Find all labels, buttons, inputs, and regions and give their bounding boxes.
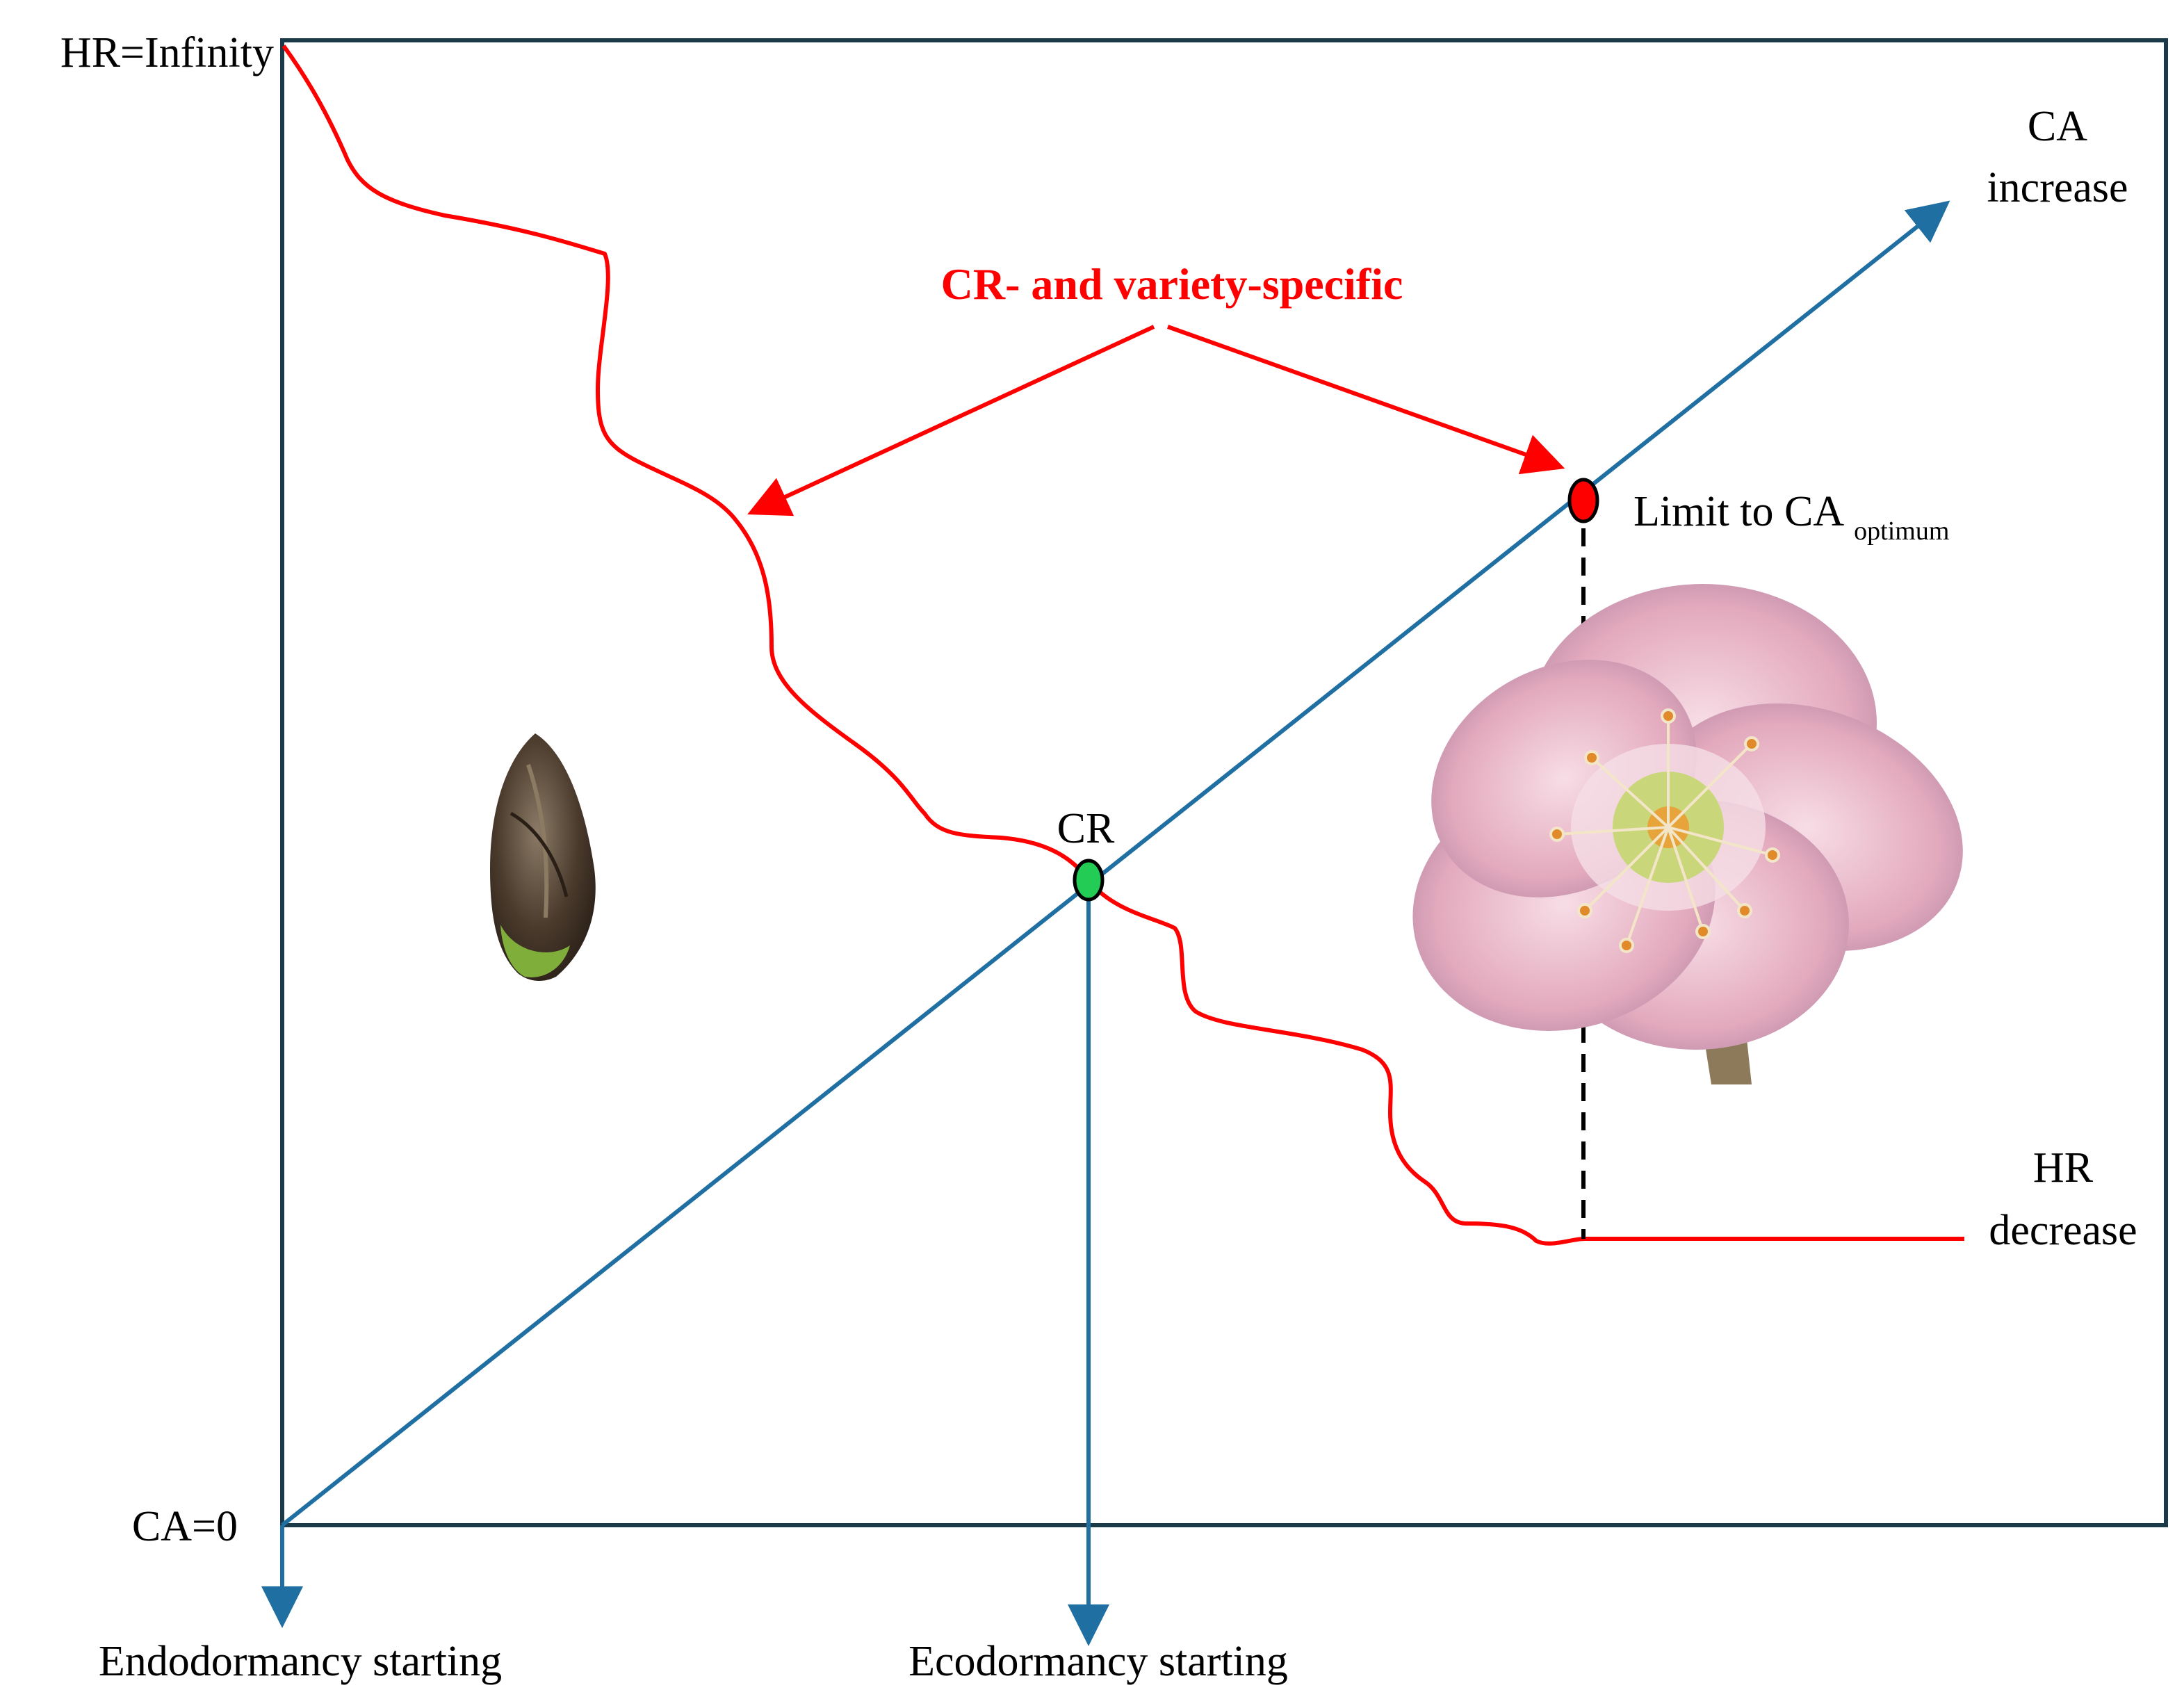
hr-decrease-label-line2: decrease xyxy=(1989,1207,2137,1254)
limit-optimum-label: Limit to CA optimum xyxy=(1633,488,1949,546)
ca-increase-line xyxy=(281,200,1950,1527)
ca-zero-label: CA=0 xyxy=(132,1503,238,1550)
ca-increase-label-line2: increase xyxy=(1987,164,2128,211)
plot-frame xyxy=(280,38,2168,1527)
cr-point-label: CR xyxy=(1057,805,1115,852)
limit-prefix: Limit to CA xyxy=(1633,488,1844,535)
hr-decrease-curve xyxy=(282,44,1964,1246)
specific-arrow-left xyxy=(747,325,1155,517)
ecodormancy-label: Ecodormancy starting xyxy=(908,1638,1288,1685)
endodormancy-label: Endodormancy starting xyxy=(99,1638,502,1685)
almond-flower-image xyxy=(1412,584,1963,1084)
specific-arrow-right xyxy=(1166,325,1565,475)
limit-subscript: optimum xyxy=(1854,517,1949,546)
ca-increase-label-line1: CA xyxy=(2028,103,2087,150)
leaf-bud-image xyxy=(490,733,596,982)
variety-specific-label: CR- and variety-specific xyxy=(941,259,1403,309)
hr-decrease-label-line1: HR xyxy=(2033,1144,2094,1192)
limit-point-marker xyxy=(1567,478,1599,523)
cr-point-marker xyxy=(1073,859,1105,902)
hr-infinity-label: HR=Infinity xyxy=(60,29,274,76)
